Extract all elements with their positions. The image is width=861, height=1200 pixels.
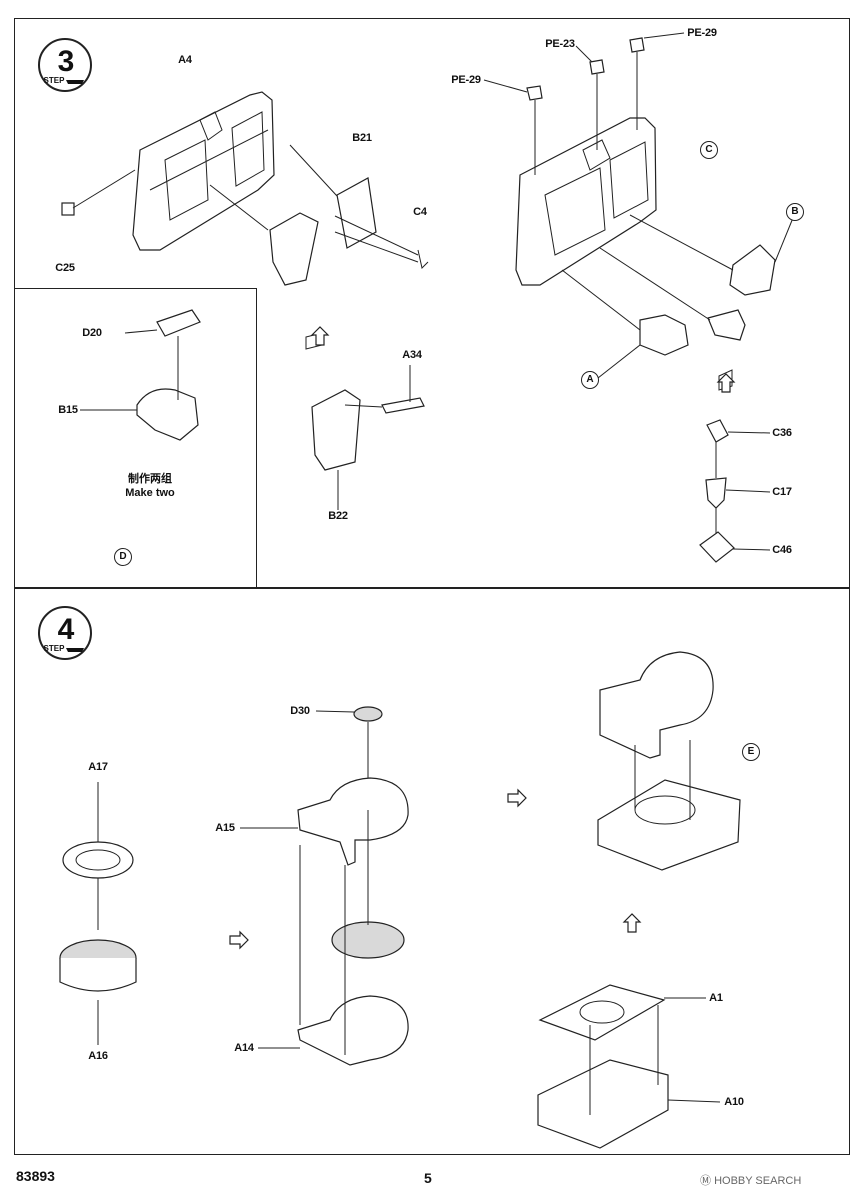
label-pe23: PE-23: [545, 38, 575, 50]
step4-panel: [14, 588, 850, 1155]
label-d20: D20: [82, 327, 102, 339]
step3-subassembly-d-box: [14, 288, 257, 588]
note-english: Make two: [125, 487, 175, 499]
part-c17: [705, 477, 727, 509]
label-c46: C46: [772, 544, 792, 556]
plate-left: [269, 212, 319, 286]
svg-text:STEP: STEP: [44, 76, 66, 85]
part-a15: [297, 777, 409, 866]
label-a34: A34: [402, 349, 422, 361]
page-number: 5: [424, 1170, 432, 1186]
part-pe29-left: [526, 85, 543, 101]
label-b21: B21: [352, 132, 372, 144]
part-a17: [62, 841, 134, 879]
note-chinese: 制作两组: [127, 473, 172, 485]
part-pe23: [589, 59, 605, 75]
watermark-text: HOBBY SEARCH: [714, 1175, 802, 1187]
subassembly-a: [639, 314, 689, 356]
callout-a: A: [581, 371, 599, 389]
step3-panel: [14, 18, 850, 588]
callout-d: D: [114, 548, 132, 566]
part-a14: [297, 995, 409, 1066]
part-pe29-top: [629, 37, 645, 53]
arrow-up-step3: [310, 326, 330, 346]
part-d20: [156, 309, 201, 337]
part-d30: [353, 706, 383, 722]
callout-e: E: [742, 743, 760, 761]
assembled-base: [597, 779, 741, 871]
arrow-right-step4-b: [507, 788, 527, 808]
subassembly-middle: [707, 309, 746, 341]
label-a15: A15: [215, 822, 235, 834]
label-pe29-top: PE-29: [687, 27, 717, 39]
part-a1: [538, 984, 666, 1041]
svg-text:STEP: STEP: [44, 644, 66, 653]
part-c25: [61, 202, 75, 216]
make-two-note: 制作两组 Make two: [125, 472, 175, 500]
label-a1: A1: [709, 992, 723, 1004]
label-pe29-left: PE-29: [451, 74, 481, 86]
part-b15: [136, 388, 199, 441]
callout-c: C: [700, 141, 718, 159]
callout-b: B: [786, 203, 804, 221]
arrow-up-step3-right: [716, 373, 736, 393]
label-a10: A10: [724, 1096, 744, 1108]
part-a10: [537, 1059, 669, 1149]
svg-text:4: 4: [58, 613, 75, 646]
watermark-logo-icon: Ⓜ: [700, 1175, 715, 1187]
part-b22: [311, 389, 361, 471]
fan-housing: [331, 921, 405, 959]
part-b21: [336, 177, 377, 249]
arrow-up-step4: [622, 913, 642, 933]
hull-plate-a4: [132, 91, 275, 251]
label-a17: A17: [88, 761, 108, 773]
label-c25: C25: [55, 262, 75, 274]
label-a16: A16: [88, 1050, 108, 1062]
label-b15: B15: [58, 404, 78, 416]
assembled-fan-unit: [599, 651, 714, 759]
arrow-right-step4-a: [229, 930, 249, 950]
label-c4: C4: [413, 206, 427, 218]
part-c36: [706, 419, 729, 443]
subassembly-b: [729, 244, 776, 296]
hull-plate-right: [515, 117, 657, 286]
part-a34: [381, 397, 425, 414]
label-c36: C36: [772, 427, 792, 439]
product-code: 83893: [16, 1168, 55, 1184]
label-c17: C17: [772, 486, 792, 498]
svg-text:3: 3: [58, 45, 75, 78]
part-c46: [699, 531, 735, 563]
label-d30: D30: [290, 705, 310, 717]
label-a4: A4: [178, 54, 192, 66]
label-b22: B22: [328, 510, 348, 522]
step4-badge: 4 STEP: [38, 606, 92, 660]
watermark: Ⓜ HOBBY SEARCH: [700, 1172, 801, 1188]
label-a14: A14: [234, 1042, 254, 1054]
step3-badge: 3 STEP: [38, 38, 92, 92]
